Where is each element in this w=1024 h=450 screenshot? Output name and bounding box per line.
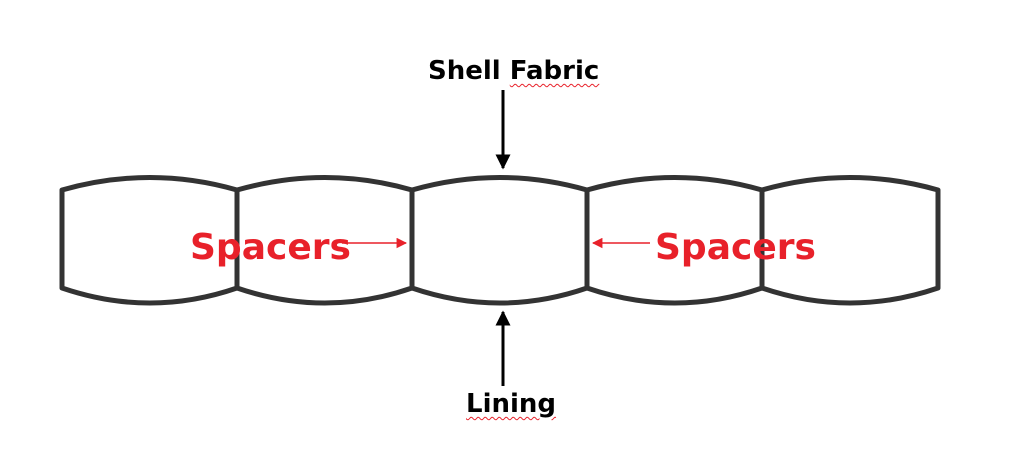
baffle-chambers (59, 175, 941, 306)
shell-fabric-label: Shell Fabric (428, 58, 599, 84)
spacers-label-right: Spacers (655, 227, 816, 268)
baffle-chamber-5 (759, 175, 941, 306)
shell-fabric-label-word2: Fabric (509, 56, 600, 86)
spacers-label-left: Spacers (190, 227, 351, 268)
lining-label: Lining (466, 389, 557, 419)
baffle-chamber-3 (409, 175, 590, 306)
shell-fabric-label-word1: Shell (428, 56, 501, 86)
